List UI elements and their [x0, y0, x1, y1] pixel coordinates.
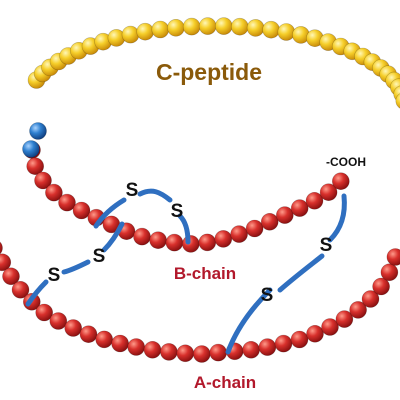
a-chain-residue [143, 340, 162, 359]
sulfur-label: S [93, 246, 106, 267]
c-peptide-residue [198, 17, 217, 35]
b-chain-residue [290, 199, 309, 217]
a-chain-residue [49, 312, 68, 330]
a-chain-residue [0, 241, 3, 255]
disulfide-bond [101, 221, 125, 253]
c-peptide-residue [231, 17, 249, 36]
c-peptide-residue [246, 19, 265, 37]
sulfur-label: S [126, 180, 139, 201]
c-peptide-residue [395, 93, 400, 109]
disulfide-bond [177, 213, 191, 245]
a-chain-residue [193, 345, 211, 363]
a-chain-residue [64, 319, 82, 337]
c-peptide-residue [262, 20, 280, 39]
disulfide-bond [277, 253, 325, 293]
c-peptide-label: C-peptide [156, 59, 262, 85]
a-chain-residue [258, 338, 277, 356]
disulfide-bond [327, 193, 347, 243]
a-chain-residue [361, 290, 380, 308]
b-chain-residue [319, 183, 338, 201]
b-chain-residue [260, 213, 279, 231]
a-chain-residue [2, 267, 20, 286]
disulfide-bond [61, 259, 91, 275]
b-chain-residue [198, 233, 217, 252]
a-chain-label: A-chain [194, 373, 256, 392]
amino-acid-chain-layer [0, 17, 400, 363]
a-chain-residue [386, 248, 400, 266]
a-chain-residue [306, 324, 324, 343]
linker-residue [29, 122, 47, 140]
b-chain-residue [133, 227, 151, 246]
b-chain-residue [275, 206, 294, 224]
b-chain-residue [72, 201, 91, 220]
a-chain-residue [335, 310, 354, 328]
c-peptide-residue [215, 17, 233, 35]
a-chain-residue [127, 338, 145, 356]
b-chain-label: B-chain [174, 264, 236, 283]
b-chain-residue [214, 230, 233, 248]
c-peptide-residue [136, 22, 154, 41]
a-chain-residue [0, 253, 12, 272]
disulfide-bond-layer [25, 188, 347, 355]
a-chain-residue [349, 301, 367, 319]
linker-residue [22, 140, 40, 158]
c-peptide-residue [151, 20, 170, 39]
b-chain-residue [182, 235, 200, 253]
a-chain-residue [95, 330, 113, 349]
disulfide-bond [93, 197, 127, 229]
disulfide-bond [225, 287, 273, 355]
a-chain-residue [111, 334, 129, 353]
b-chain-residue [305, 192, 324, 210]
a-chain-residue [176, 344, 195, 363]
disulfide-bond [137, 188, 173, 203]
b-chain-residue [165, 233, 184, 252]
b-chain-residue [230, 225, 248, 243]
a-chain-residue [79, 325, 98, 344]
c-peptide-residue [182, 17, 201, 36]
cooh-terminus-label: -COOH [326, 155, 366, 169]
a-chain-residue [242, 340, 260, 359]
sulfur-label: S [48, 265, 61, 286]
a-chain-residue [35, 303, 54, 322]
b-chain-residue [245, 219, 264, 238]
a-chain-residue [209, 343, 227, 362]
c-peptide-residue [167, 18, 185, 37]
sulfur-label: S [171, 201, 184, 222]
b-chain-residue [34, 171, 52, 190]
b-chain-residue [26, 157, 45, 175]
b-chain-residue [45, 183, 63, 202]
b-chain-residue [58, 193, 76, 212]
a-chain-residue [380, 263, 399, 282]
a-chain-residue [321, 318, 339, 336]
a-chain-residue [160, 343, 178, 361]
a-chain-residue [274, 334, 293, 353]
sulfur-labels: S S S S S S [48, 180, 333, 306]
sulfur-label: S [320, 235, 333, 256]
sulfur-label: S [261, 285, 274, 306]
b-chain-residue [149, 231, 167, 249]
a-chain-residue [11, 280, 30, 299]
disulfide-bond [25, 279, 49, 307]
a-chain-residue [372, 277, 390, 296]
a-chain-residue [290, 330, 309, 349]
c-peptide-residue [277, 23, 296, 41]
b-chain-residue [331, 172, 350, 190]
c-peptide-residue [121, 25, 140, 44]
